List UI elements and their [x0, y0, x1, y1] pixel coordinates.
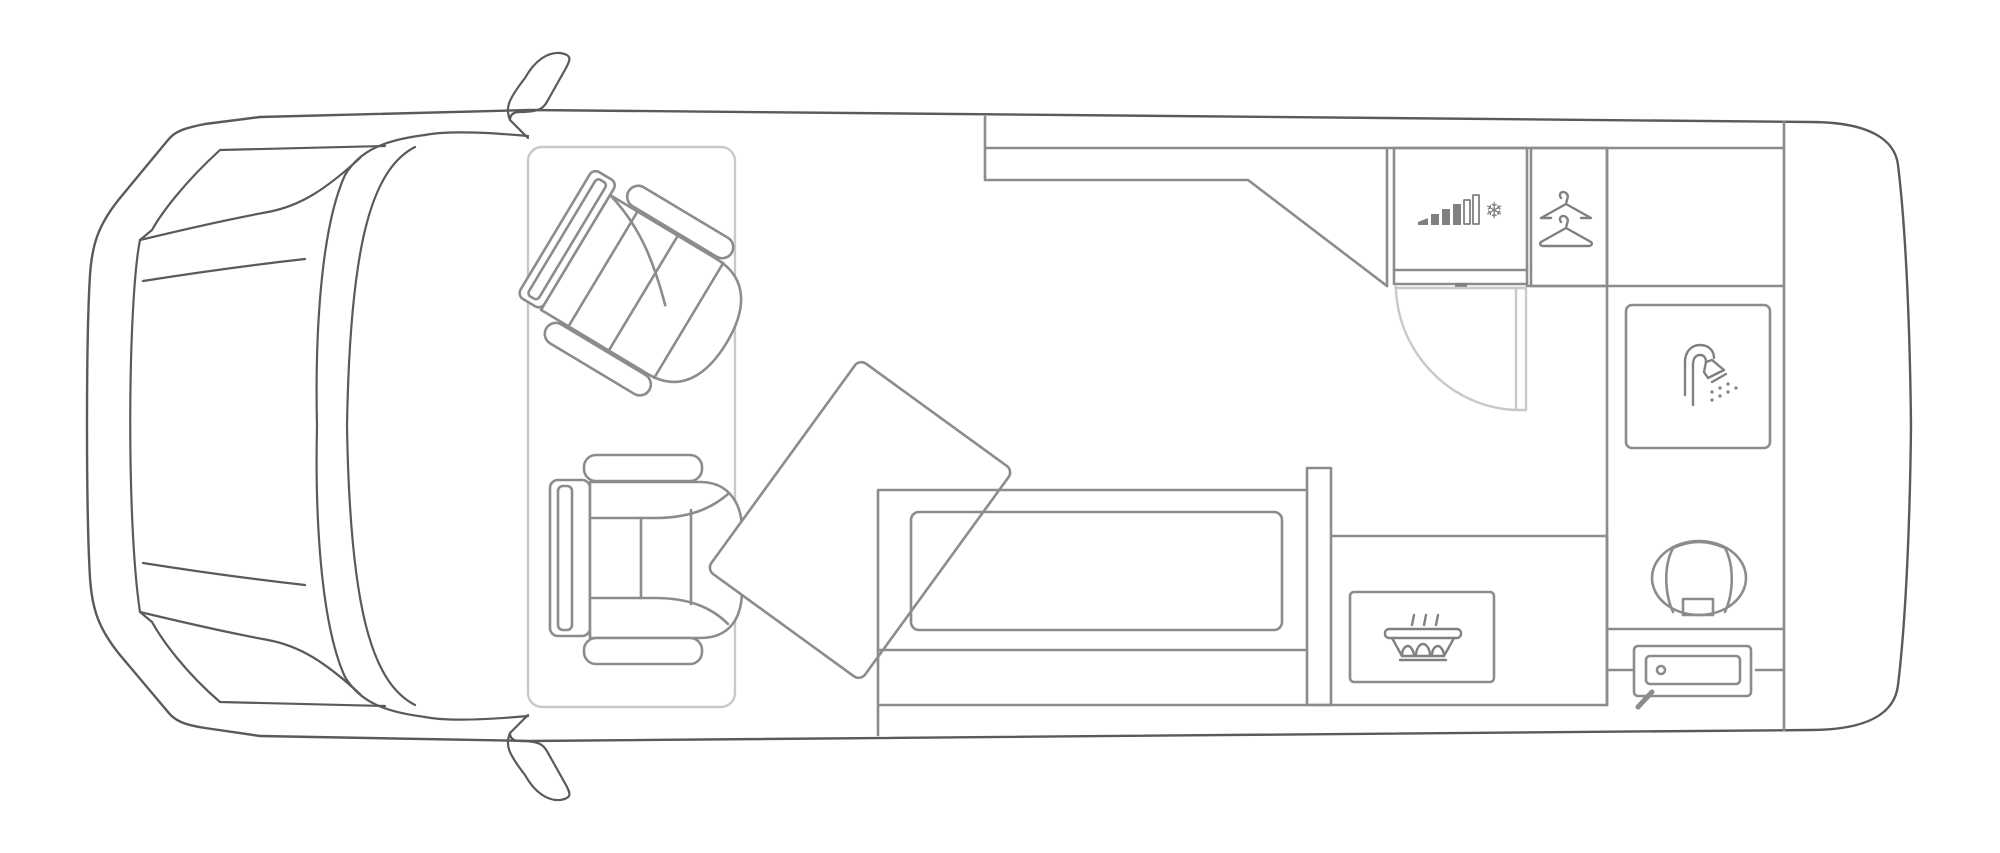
cab-seating — [518, 145, 744, 709]
windshield-outer — [315, 133, 427, 719]
rear-area: ❄ — [983, 115, 1786, 732]
shower-icon — [1683, 343, 1738, 407]
wet-room-wall — [1525, 146, 1786, 707]
kitchen — [1329, 534, 1609, 707]
seat-cushion-line-1 — [588, 492, 730, 520]
swivel-seat-top — [518, 169, 743, 397]
door-leaf — [1514, 286, 1528, 412]
seat-armrest-right — [543, 321, 653, 397]
seat-backrest-inner — [556, 484, 574, 632]
seat-armrest-left — [625, 184, 735, 260]
bench-cushion — [909, 510, 1284, 632]
divider-post — [1305, 466, 1333, 707]
seat-armrest-bottom — [582, 636, 704, 666]
mirror-right — [506, 713, 571, 802]
hood-line-top — [138, 144, 387, 242]
windshield-inner — [345, 145, 417, 707]
toilet-icon — [1650, 539, 1748, 617]
wiper-line-top — [141, 257, 307, 283]
seat-cushion-line-2 — [607, 234, 680, 352]
seat-cushion-line-3 — [652, 261, 725, 380]
seat-cushion-line-2 — [588, 596, 730, 626]
driver-seat — [548, 453, 744, 666]
van-body — [85, 51, 1913, 802]
overhead-cabinet — [983, 115, 1786, 288]
sink-tap-icon — [1655, 664, 1667, 676]
seat-backrest — [548, 478, 592, 638]
seat-cushion-line-1 — [567, 210, 639, 328]
bench-frame — [876, 488, 1609, 737]
cab-door-edge-bottom — [423, 714, 530, 721]
cab-seat-zone — [526, 145, 737, 709]
hood-crease-bottom — [138, 610, 362, 696]
hood-crease-top — [138, 156, 362, 242]
cab-door-edge-top — [423, 131, 530, 138]
fridge-power-level-icon — [1418, 194, 1480, 225]
dining-table — [708, 360, 1012, 680]
clothes-hanger-icon — [1538, 190, 1594, 248]
washbasin-drain — [1635, 689, 1655, 710]
living-area — [708, 360, 1609, 737]
fridge-hinge — [1455, 283, 1467, 287]
washbasin-bowl — [1644, 654, 1742, 686]
snowflake-icon: ❄ — [1485, 199, 1503, 224]
seat-cushion-curve — [608, 193, 667, 307]
seat-backrest-inner — [527, 178, 608, 301]
hood-line-bottom — [138, 610, 387, 708]
door-swing-arc — [1394, 285, 1521, 412]
seat-cushion — [539, 193, 743, 384]
wiper-line-bottom — [141, 561, 307, 587]
van-outer-shell — [258, 108, 1913, 743]
mirror-left — [506, 51, 571, 140]
van-front-inner — [129, 238, 142, 614]
seat-armrest-top — [582, 453, 704, 483]
shower-tray — [1624, 303, 1772, 450]
washbasin-counter — [1632, 644, 1753, 698]
gas-hob-icon — [1383, 613, 1463, 662]
gas-hob — [1348, 590, 1496, 684]
van-front-nose — [85, 115, 262, 738]
